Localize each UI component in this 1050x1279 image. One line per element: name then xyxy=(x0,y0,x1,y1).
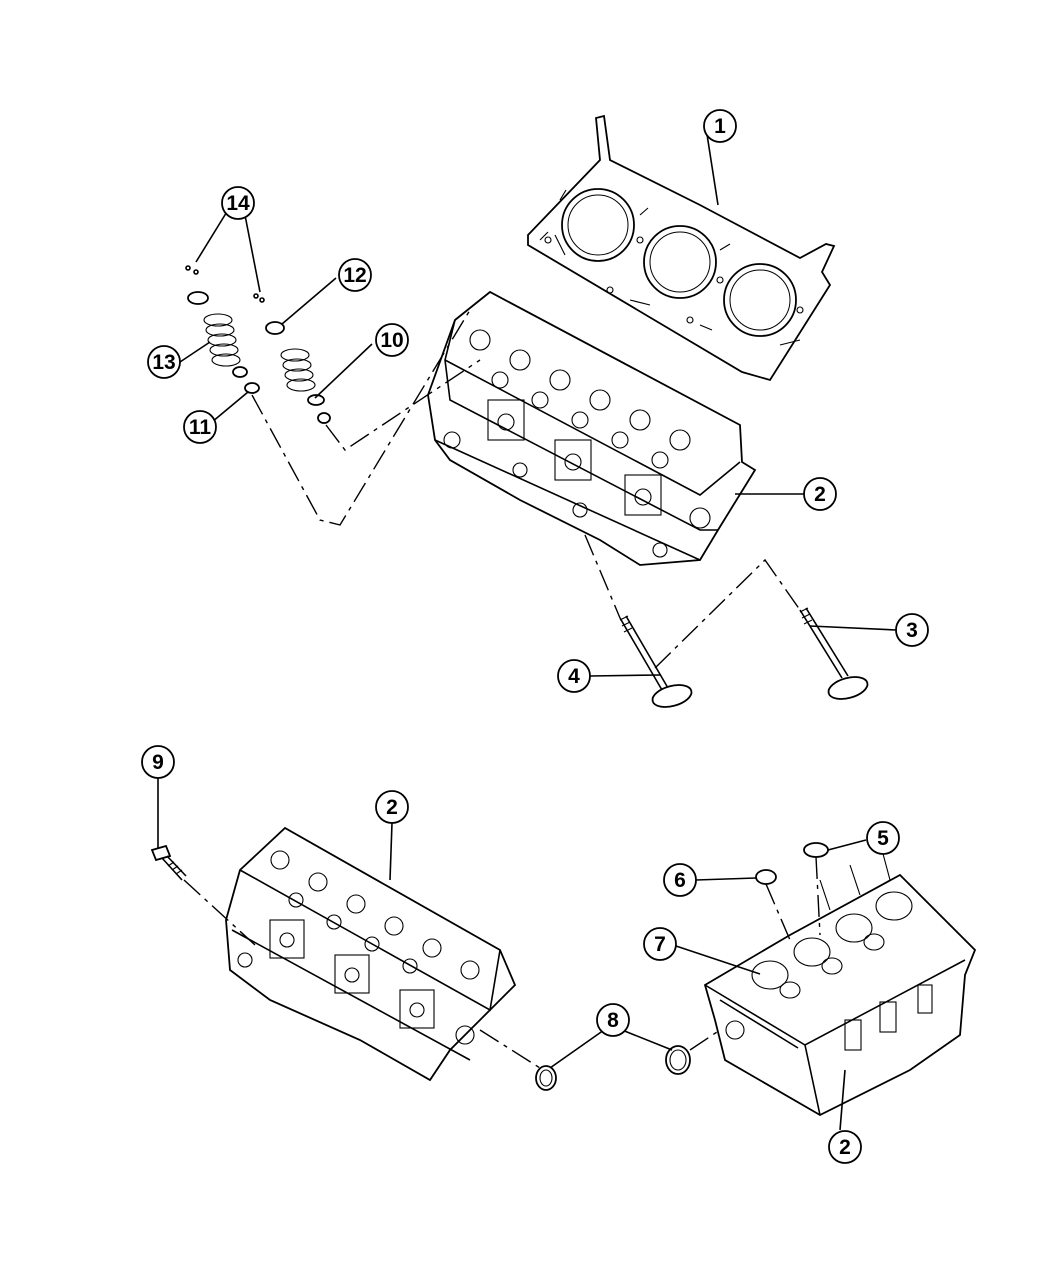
callout-13: 13 xyxy=(147,345,181,379)
valve-spring-assembly-right xyxy=(253,293,331,424)
cylinder-head-upper xyxy=(427,290,757,566)
callout-6: 6 xyxy=(663,863,697,897)
spring-guide-line-right xyxy=(325,359,481,451)
callout-4: 4 xyxy=(557,659,591,693)
valve-guide-line-right xyxy=(654,558,801,669)
exhaust-valve xyxy=(619,615,693,708)
svg-text:5: 5 xyxy=(877,827,889,850)
svg-text:1: 1 xyxy=(714,115,726,138)
spring-guide-line-left xyxy=(251,309,471,526)
svg-text:14: 14 xyxy=(226,192,250,215)
svg-text:2: 2 xyxy=(386,796,398,819)
svg-text:11: 11 xyxy=(189,416,212,439)
callout-14: 14 xyxy=(221,186,255,220)
callout-10: 10 xyxy=(375,323,409,357)
cylinder-head-lower-right xyxy=(703,849,977,1117)
valve-spring-assembly-left xyxy=(185,265,260,394)
plug-guide-line-right xyxy=(689,1029,721,1051)
svg-text:13: 13 xyxy=(152,351,175,374)
intake-valve xyxy=(799,607,869,700)
callout-2-lower-left: 2 xyxy=(375,790,409,824)
callout-1: 1 xyxy=(703,109,737,143)
head-bolt xyxy=(150,844,187,881)
callout-3: 3 xyxy=(895,613,929,647)
cylinder-head-lower-left xyxy=(225,826,517,1082)
callout-7: 7 xyxy=(643,927,677,961)
valve-guide-line-left xyxy=(584,534,621,619)
callout-2-upper: 2 xyxy=(803,477,837,511)
bolt-guide-line xyxy=(183,879,256,946)
plug-guide-line-left xyxy=(479,1029,541,1069)
svg-text:4: 4 xyxy=(568,665,580,688)
callout-9: 9 xyxy=(141,745,175,779)
svg-text:2: 2 xyxy=(814,483,826,506)
svg-text:3: 3 xyxy=(906,619,918,642)
seal-guide-line-5 xyxy=(815,856,821,936)
svg-text:8: 8 xyxy=(607,1009,619,1032)
callout-5: 5 xyxy=(866,821,900,855)
svg-text:10: 10 xyxy=(380,329,403,352)
head-gasket xyxy=(527,114,836,382)
svg-text:6: 6 xyxy=(674,869,686,892)
svg-text:12: 12 xyxy=(343,264,366,287)
valve-seal-6 xyxy=(755,869,777,885)
callout-2-lower-right: 2 xyxy=(828,1130,862,1164)
seal-guide-line-6 xyxy=(765,883,791,941)
callout-8: 8 xyxy=(596,1003,630,1037)
svg-text:2: 2 xyxy=(839,1136,851,1159)
svg-text:7: 7 xyxy=(654,933,666,956)
leader-lines xyxy=(157,127,897,1131)
callout-11: 11 xyxy=(183,410,217,444)
svg-text:9: 9 xyxy=(152,751,164,774)
cam-plug-left xyxy=(535,1065,557,1091)
valve-seal-5 xyxy=(803,842,829,858)
callout-12: 12 xyxy=(338,258,372,292)
